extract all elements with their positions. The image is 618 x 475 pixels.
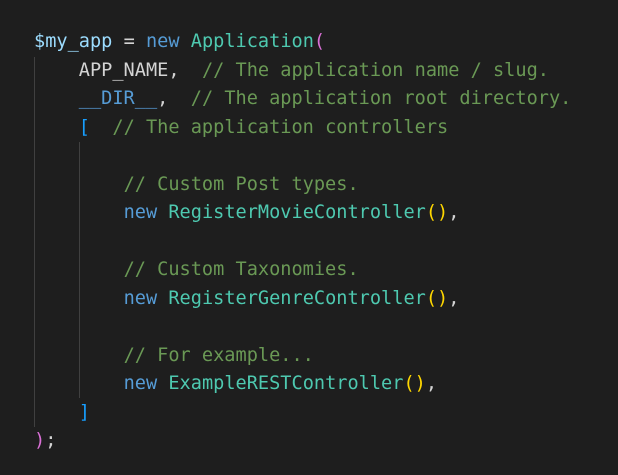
code-line[interactable] (34, 228, 571, 257)
code-line[interactable]: ] (34, 399, 571, 428)
code-token-paren-1: ) (34, 430, 46, 451)
code-token-paren-1: ( (313, 31, 326, 52)
code-indent (34, 288, 124, 309)
code-block[interactable]: $my_app = new Application( APP_NAME, // … (34, 28, 571, 456)
code-indent (34, 402, 79, 423)
code-token-cls: Application (190, 31, 314, 52)
code-line[interactable]: new ExampleRESTController(), (34, 370, 571, 399)
code-line[interactable]: ); (34, 427, 571, 456)
code-token-punc (157, 373, 168, 394)
code-token-punc (180, 31, 191, 52)
code-token-cls: ExampleRESTController (168, 373, 404, 394)
code-line[interactable]: $my_app = new Application( (34, 28, 571, 57)
code-indent (34, 373, 124, 394)
code-token-paren-2: ] (78, 401, 90, 423)
code-token-punc: = (112, 31, 146, 52)
code-line[interactable]: new RegisterGenreController(), (34, 285, 571, 314)
code-token-const: APP_NAME (78, 59, 169, 81)
code-token-kw: new (123, 373, 158, 394)
code-token-paren-3: () (403, 373, 426, 394)
code-indent (34, 345, 124, 366)
code-token-comment: // The application root directory. (190, 88, 572, 109)
code-line[interactable]: __DIR__, // The application root directo… (34, 85, 572, 114)
code-token-comment: // Custom Post types. (123, 173, 359, 195)
code-token-paren-2: [ (78, 116, 90, 138)
code-token-comment: // The application name / slug. (201, 59, 549, 81)
code-token-punc: , (425, 373, 438, 394)
code-token-punc: , (448, 202, 460, 223)
code-indent (34, 174, 124, 195)
code-token-var: $my_app (34, 31, 113, 52)
code-indent (34, 60, 79, 81)
code-token-punc: , (157, 88, 191, 109)
code-indent (34, 259, 124, 280)
code-token-paren-3: () (425, 287, 449, 309)
code-indent (34, 202, 124, 223)
code-line[interactable]: new RegisterMovieController(), (34, 199, 571, 228)
code-token-kw: new (145, 31, 180, 52)
code-token-cls: RegisterGenreController (168, 287, 426, 309)
code-token-punc (90, 117, 112, 138)
code-token-magic: __DIR__ (78, 88, 158, 109)
code-indent (34, 88, 79, 109)
code-token-comment: // Custom Taxonomies. (123, 259, 359, 280)
code-indent (34, 117, 79, 138)
code-line[interactable]: APP_NAME, // The application name / slug… (34, 57, 571, 86)
code-token-kw: new (123, 202, 158, 223)
code-token-punc: , (448, 287, 460, 309)
code-token-comment: // The application controllers (112, 116, 449, 138)
code-line[interactable]: [ // The application controllers (34, 114, 571, 143)
code-token-punc: , (168, 59, 202, 81)
code-line[interactable]: // Custom Post types. (34, 171, 571, 200)
code-token-kw: new (123, 287, 158, 309)
code-token-punc (157, 288, 168, 309)
code-line[interactable] (34, 313, 571, 342)
code-token-comment: // For example... (123, 344, 314, 366)
code-line[interactable]: // Custom Taxonomies. (34, 256, 571, 285)
code-line[interactable] (34, 142, 571, 171)
code-token-paren-3: () (425, 202, 449, 223)
code-token-punc: ; (45, 430, 57, 451)
code-line[interactable]: // For example... (34, 342, 571, 371)
indent-guide-level-1 (34, 57, 35, 427)
code-token-punc (157, 202, 168, 223)
code-token-cls: RegisterMovieController (168, 202, 426, 223)
indent-guide-level-2 (79, 142, 80, 398)
